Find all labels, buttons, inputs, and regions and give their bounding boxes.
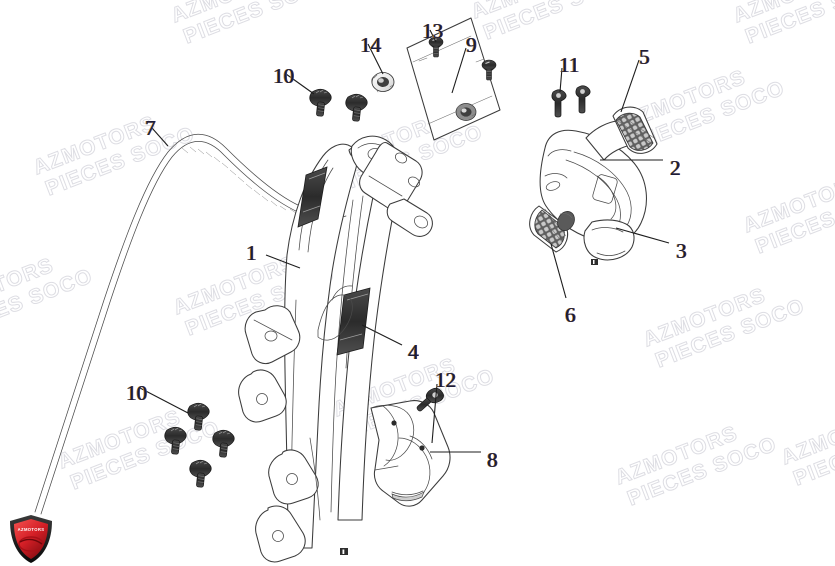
- callout-number-7[interactable]: 7: [145, 116, 156, 140]
- part-plate-screws: [428, 36, 497, 81]
- shield-icon: [10, 515, 52, 563]
- turn-signal-left: [529, 205, 575, 253]
- leader-line-4: [361, 324, 403, 346]
- flange-bolt: [345, 93, 368, 122]
- inner-vane: [317, 285, 353, 341]
- part-tail-light-assembly: [529, 106, 658, 265]
- part-grommet-nut: [371, 72, 395, 93]
- flange-bolt: [189, 459, 212, 488]
- part-flange-bolts-upper: [309, 88, 368, 122]
- turn-signal-right: [612, 106, 658, 154]
- leader-line-14: [367, 43, 384, 75]
- logo-text: AZMOTORS: [17, 527, 45, 532]
- leader-line-7: [151, 127, 169, 147]
- leader-line-13: [429, 29, 437, 43]
- leader-line-10: [285, 73, 315, 95]
- screw: [551, 89, 567, 118]
- leader-line-11: [559, 67, 563, 93]
- callout-number-8[interactable]: 8: [487, 448, 498, 472]
- part-mud-flap-bolt: [416, 387, 444, 412]
- callout-number-14[interactable]: 14: [360, 33, 381, 57]
- flange-bolt: [212, 429, 235, 458]
- leader-line-5: [620, 59, 640, 113]
- plate-screw-2: [481, 59, 497, 81]
- leader-line-6: [550, 243, 567, 299]
- part-license-plate: [406, 17, 501, 141]
- callout-number-4[interactable]: 4: [408, 340, 419, 364]
- leader-line-10b: [139, 387, 189, 414]
- flange-bolt: [164, 426, 187, 455]
- callout-number-5[interactable]: 5: [639, 45, 650, 69]
- bottom-mount-lugs: [255, 449, 319, 563]
- part-mud-flap: [370, 400, 451, 507]
- callout-number-10[interactable]: 10: [273, 64, 294, 88]
- callout-number-1[interactable]: 1: [246, 241, 257, 265]
- brand-logo: AZMOTORS: [8, 514, 54, 564]
- callout-number-11[interactable]: 11: [559, 53, 580, 77]
- callout-number-13[interactable]: 13: [422, 19, 443, 43]
- grommet-nut-on-plate: [455, 103, 477, 121]
- reflector-strip-upper: [297, 166, 328, 228]
- flange-bolt: [187, 402, 210, 431]
- sheet-mark-right: [591, 259, 598, 265]
- callout-number-6[interactable]: 6: [565, 303, 576, 327]
- screw: [575, 85, 591, 114]
- flange-bolt: [309, 88, 332, 117]
- part-screw-pair: [551, 85, 591, 118]
- mid-mount-tab: [244, 305, 301, 365]
- mid-mount-lug: [238, 369, 287, 423]
- callout-number-3[interactable]: 3: [676, 239, 687, 263]
- callout-number-2[interactable]: 2: [670, 156, 681, 180]
- leader-line-9: [451, 47, 467, 94]
- plate-screw-1: [428, 36, 444, 58]
- callout-number-12[interactable]: 12: [435, 368, 456, 392]
- leader-line-12: [431, 383, 438, 444]
- sheet-mark-left: [340, 548, 348, 555]
- leader-line-1: [265, 254, 301, 269]
- leader-lines: [139, 29, 670, 453]
- upper-bracket-cluster: [350, 135, 433, 237]
- part-fender-frame: [238, 135, 433, 563]
- leader-line-3: [615, 227, 670, 244]
- callout-number-9[interactable]: 9: [466, 33, 477, 57]
- part-flange-bolts-lower: [164, 402, 235, 488]
- callout-number-10b[interactable]: 10: [126, 381, 147, 405]
